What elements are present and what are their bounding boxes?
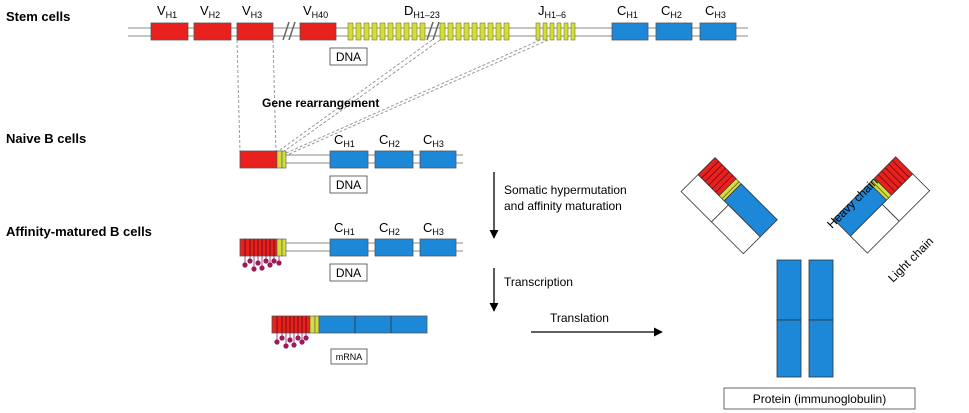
- mrna-d-part: [309, 315, 316, 334]
- break-mark: [282, 21, 290, 41]
- label-c-h2: CH2: [379, 132, 400, 149]
- label-v-h1: VH1: [157, 3, 177, 20]
- c-segment-h1: [329, 238, 369, 257]
- naive-dna: [239, 150, 463, 169]
- mutation-ticks: [244, 239, 275, 256]
- v-segment-h40: [299, 22, 337, 41]
- dna-box: [329, 175, 368, 194]
- germline-dna: [128, 21, 748, 41]
- label-c-h2: CH2: [661, 3, 682, 20]
- fc-left-lower: [776, 319, 802, 378]
- c-segment-h1: [611, 22, 649, 41]
- affinity-matured-dna: [239, 238, 463, 272]
- protein-label: Protein (immunoglobulin): [753, 392, 886, 406]
- row-label-affinity-matured-b-cells: Affinity-matured B cells: [6, 224, 152, 239]
- gene-rearrangement-label: Gene rearrangement: [262, 96, 379, 110]
- break-mark: [426, 21, 434, 41]
- d-segments: [347, 22, 510, 41]
- translation-label: Translation: [550, 311, 609, 325]
- label-v-h2: VH2: [200, 3, 220, 20]
- mrna-box: [330, 348, 368, 365]
- fc-left-upper: [776, 259, 802, 321]
- mutated-v-part: [239, 238, 278, 257]
- label-c-h1: CH1: [334, 220, 355, 237]
- c-segment-h3: [699, 22, 737, 41]
- right-arm: [832, 156, 931, 254]
- mrna-c-region: [318, 315, 428, 334]
- mrna-strand: [271, 315, 428, 349]
- dna-label: DNA: [336, 50, 361, 64]
- v-segment-h2: [193, 22, 232, 41]
- vdj-j-part: [281, 238, 287, 257]
- vdj-d-part: [276, 150, 283, 169]
- dna-box: [329, 47, 368, 66]
- left-arm: [680, 157, 778, 255]
- mutation-ticks: [276, 316, 307, 333]
- mutation-markers: [242, 256, 282, 272]
- c-segment-h2: [374, 150, 414, 169]
- label-v-h40: VH40: [303, 3, 328, 20]
- mrna-v-part: [271, 315, 311, 334]
- mrna-label: mRNA: [336, 352, 363, 362]
- vdj-j-part: [281, 150, 287, 169]
- row-label-naive-b-cells: Naive B cells: [6, 131, 86, 146]
- mrna-j-part: [314, 315, 320, 334]
- vdj-v-part: [239, 150, 278, 169]
- label-c-h3: CH3: [423, 132, 444, 149]
- dna-box: [329, 263, 368, 282]
- v-segment-h1: [150, 22, 189, 41]
- fc-right-lower: [808, 319, 834, 378]
- heavy-chain-constant: [723, 183, 778, 238]
- label-c-h1: CH1: [617, 3, 638, 20]
- c-segment-h3: [419, 150, 457, 169]
- label-c-h3: CH3: [423, 220, 444, 237]
- transcription-label: Transcription: [504, 275, 573, 289]
- somatic-label-line1: Somatic hypermutation: [504, 183, 627, 197]
- break-mark: [288, 21, 296, 41]
- somatic-label-line2: and affinity maturation: [504, 199, 622, 213]
- fc-right-upper: [808, 259, 834, 321]
- vdj-d-part: [276, 238, 283, 257]
- label-c-h3: CH3: [705, 3, 726, 20]
- j-segments: [535, 22, 576, 41]
- label-j-h1-6: JH1–6: [538, 3, 566, 20]
- break-mark: [432, 21, 440, 41]
- v-segment-h3: [236, 22, 274, 41]
- segment-labels: VH1 VH2 VH3 VH40 DH1–23 JH1–6 CH1 CH2 CH…: [157, 3, 726, 20]
- label-d-h1-23: DH1–23: [404, 3, 440, 20]
- light-chain-label: Light chain: [885, 234, 936, 285]
- dna-label: DNA: [336, 178, 361, 192]
- c-segment-h2: [374, 238, 414, 257]
- c-segment-h3: [419, 238, 457, 257]
- row-label-stem-cells: Stem cells: [6, 9, 70, 24]
- c-segment-h2: [655, 22, 693, 41]
- label-c-h1: CH1: [334, 132, 355, 149]
- antibody-protein: Heavy chain Light chain: [680, 156, 936, 378]
- label-c-h2: CH2: [379, 220, 400, 237]
- protein-box: [723, 387, 916, 410]
- dna-label: DNA: [336, 266, 361, 280]
- label-v-h3: VH3: [242, 3, 262, 20]
- mutation-markers: [274, 333, 309, 349]
- c-segment-h1: [329, 150, 369, 169]
- rearrangement-lines: [236, 39, 549, 156]
